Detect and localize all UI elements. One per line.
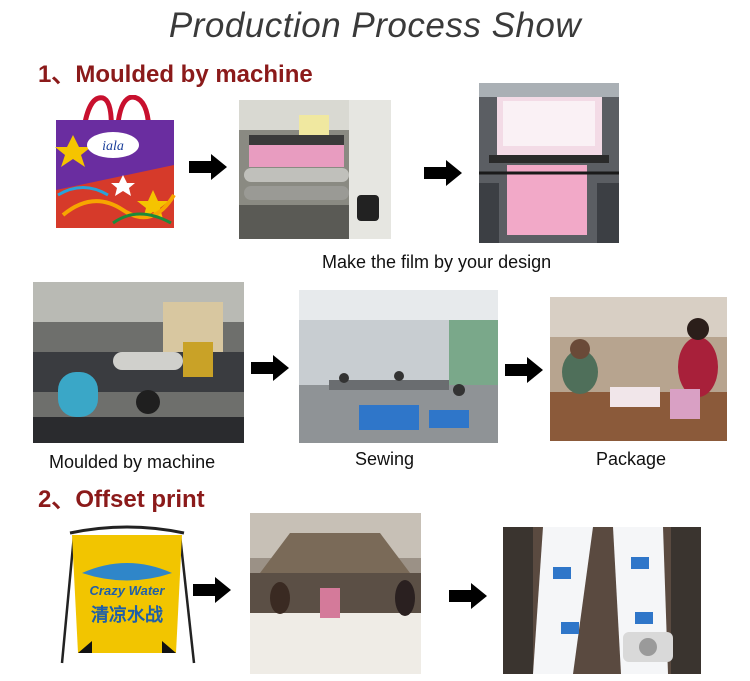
arrow-right-icon [193,577,231,603]
photo-printed-tote-bag: iala [53,95,177,231]
caption-moulded: Moulded by machine [49,452,216,472]
page-title: Production Process Show [168,6,582,45]
bag-brand-text: iala [102,139,124,154]
caption-package: Package [596,449,667,469]
arrow-right-icon [449,583,487,609]
arrow-right-icon [424,160,462,186]
caption-sewing: Sewing [355,449,415,469]
arrow-right-icon [251,355,289,381]
photo-offset-print-roll [503,527,701,674]
photo-drawstring-bag: Crazy Water 清凉水战 [52,523,202,673]
photo-sewing-workshop [299,290,498,443]
photo-film-roll-pink [479,83,619,243]
arrow-right-icon [189,154,227,180]
photo-offset-print-factory [250,513,421,674]
arrow-right-icon [505,357,543,383]
section-heading-offset: 2、Offset print [38,486,205,513]
photo-film-printing-machine [239,100,391,239]
bag-text-chinese: 清凉水战 [91,604,163,626]
section-heading-moulded: 1、Moulded by machine [38,61,313,88]
photo-packaging [550,297,727,441]
caption-film: Make the film by your design [322,252,552,272]
bag-text-english: Crazy Water [90,583,166,598]
photo-moulding-machine [33,282,244,443]
